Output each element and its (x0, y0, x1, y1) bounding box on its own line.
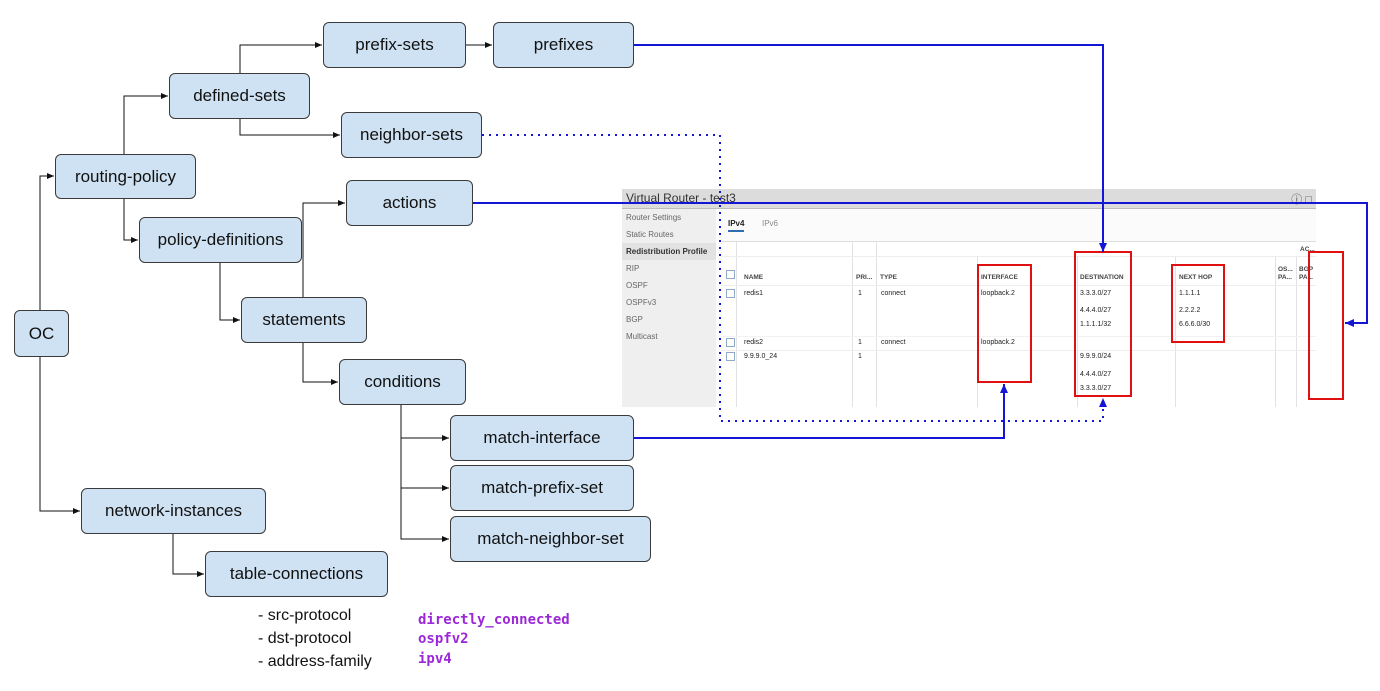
edge-st-conditions (302, 343, 338, 385)
row-checkbox[interactable] (726, 338, 735, 347)
row1-destination-1: 3.3.3.0/27 (1080, 290, 1112, 297)
row2-interface: loopback.2 (981, 339, 1015, 346)
vr-sidebar-ospfv3[interactable]: OSPFv3 (626, 298, 657, 307)
vr-sidebar-bgp[interactable]: BGP (626, 315, 643, 324)
node-match-interface[interactable]: match-interface (450, 415, 634, 461)
vr-title: Virtual Router - test3 (626, 191, 736, 205)
edge-cond-match-neighbor-set (400, 488, 449, 542)
node-network-instances[interactable]: network-instances (81, 488, 266, 534)
attr-address-family: - address-family (258, 653, 372, 670)
node-routing-policy[interactable]: routing-policy (55, 154, 196, 199)
node-defined-sets[interactable]: defined-sets (169, 73, 310, 119)
attr-dst-protocol: - dst-protocol (258, 630, 352, 647)
link-match-interface-to-interface (634, 384, 1008, 439)
edge-pd-statements (219, 263, 240, 323)
row1-interface: loopback.2 (981, 290, 1015, 297)
vr-sidebar-multicast[interactable]: Multicast (626, 332, 658, 341)
row3-destination-3: 3.3.3.0/27 (1080, 385, 1112, 392)
col-name[interactable]: NAME (744, 274, 764, 281)
vr-sidebar-redistribution-profile[interactable]: Redistribution Profile (622, 243, 716, 260)
link-actions-to-redistribute (473, 202, 1368, 327)
vr-sidebar-ospf[interactable]: OSPF (626, 281, 648, 290)
edge-oc-routing-policy (39, 173, 54, 310)
vr-sidebar-rip[interactable]: RIP (626, 264, 640, 273)
vr-sidebar: Router Settings Static Routes Redistribu… (622, 209, 716, 407)
node-conditions[interactable]: conditions (339, 359, 466, 405)
row1-destination-2: 4.4.4.0/27 (1080, 307, 1112, 314)
row1-priority: 1 (858, 290, 862, 297)
col-priority[interactable]: PRI... (856, 274, 873, 281)
node-match-neighbor-set[interactable]: match-neighbor-set (450, 516, 651, 562)
highlight-destination-column (1074, 251, 1132, 397)
col-type[interactable]: TYPE (880, 274, 897, 281)
node-statements[interactable]: statements (241, 297, 367, 343)
node-table-connections[interactable]: table-connections (205, 551, 388, 597)
attr-src-protocol-value: directly_connected (418, 612, 570, 628)
row-checkbox[interactable] (726, 352, 735, 361)
row1-destination-3: 1.1.1.1/32 (1080, 321, 1112, 328)
col-bgp-path[interactable]: BGP PA... (1299, 266, 1313, 281)
tab-ipv4[interactable]: IPv4 (728, 219, 745, 232)
row3-destination-1: 9.9.9.0/24 (1080, 353, 1112, 360)
row2-name: redis2 (744, 339, 764, 346)
col-next-hop[interactable]: NEXT HOP (1179, 274, 1213, 281)
row1-next-hop-3: 6.6.6.0/30 (1179, 321, 1211, 328)
node-policy-definitions[interactable]: policy-definitions (139, 217, 302, 263)
redistribution-table: AC... NAME PRI... TYPE INTERFACE DESTINA… (722, 241, 1316, 407)
link-neighbor-sets-to-destination (482, 134, 1107, 422)
link-prefixes-to-destination (634, 44, 1107, 252)
col-ospf-path[interactable]: OS... PA... (1278, 266, 1293, 281)
node-match-prefix-set[interactable]: match-prefix-set (450, 465, 634, 511)
row1-next-hop-1: 1.1.1.1 (1179, 290, 1201, 297)
attr-address-family-value: ipv4 (418, 651, 452, 667)
edge-st-actions (302, 200, 345, 297)
highlight-next-hop-column (1171, 264, 1225, 343)
col-group-header: AC... (1300, 246, 1315, 253)
edge-oc-network-instances (39, 357, 80, 514)
row1-name: redis1 (744, 290, 764, 297)
node-actions[interactable]: actions (346, 180, 473, 226)
edge-rp-defined-sets (123, 93, 168, 154)
node-prefix-sets[interactable]: prefix-sets (323, 22, 466, 68)
highlight-redistribute-column (1308, 251, 1344, 400)
edge-rp-policy-definitions (123, 199, 138, 243)
node-oc[interactable]: OC (14, 310, 69, 357)
row3-priority: 1 (858, 353, 862, 360)
edge-ds-prefix-sets (239, 42, 322, 73)
attr-dst-protocol-value: ospfv2 (418, 631, 469, 647)
highlight-interface-column (977, 264, 1032, 383)
row1-next-hop-2: 2.2.2.2 (1179, 307, 1201, 314)
col-interface[interactable]: INTERFACE (981, 274, 1018, 281)
node-prefixes[interactable]: prefixes (493, 22, 634, 68)
row3-name: 9.9.9.0_24 (744, 353, 778, 360)
edge-ni-table-connections (172, 534, 204, 577)
virtual-router-panel: Virtual Router - test3 ⓘ □ Router Settin… (622, 189, 1316, 407)
row3-destination-2: 4.4.4.0/27 (1080, 371, 1112, 378)
attr-src-protocol: - src-protocol (258, 607, 352, 624)
row2-type: connect (881, 339, 906, 346)
select-all-checkbox[interactable] (726, 270, 735, 279)
row2-priority: 1 (858, 339, 862, 346)
vr-sidebar-router-settings[interactable]: Router Settings (626, 213, 682, 222)
row1-type: connect (881, 290, 906, 297)
row-checkbox[interactable] (726, 289, 735, 298)
tab-ipv6[interactable]: IPv6 (762, 219, 779, 228)
edge-ds-neighbor-sets (239, 119, 340, 138)
col-destination[interactable]: DESTINATION (1080, 274, 1124, 281)
node-neighbor-sets[interactable]: neighbor-sets (341, 112, 482, 158)
vr-sidebar-static-routes[interactable]: Static Routes (626, 230, 674, 239)
